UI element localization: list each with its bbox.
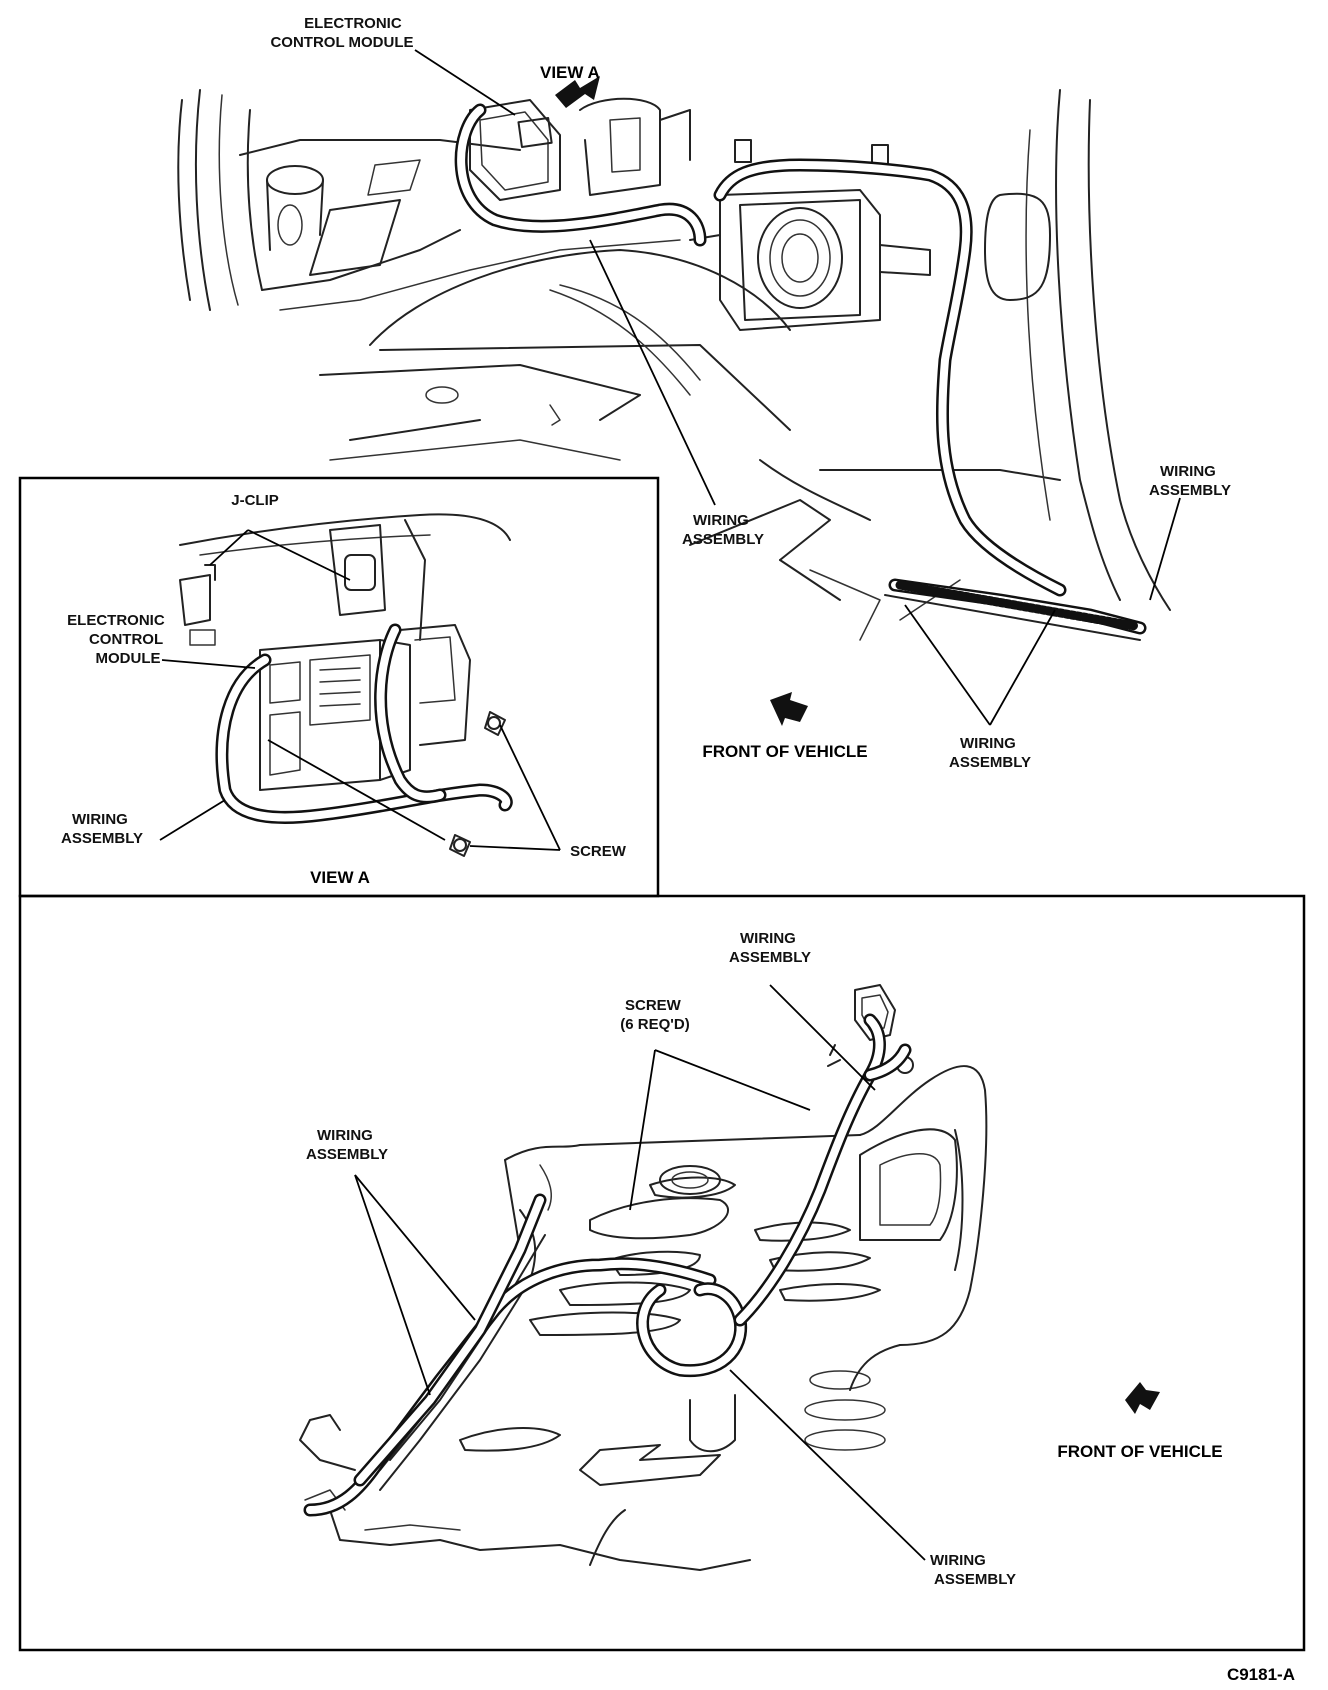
top-scene-drawing [177, 89, 1171, 641]
label-ecm-inset: ELECTRONIC CONTROL MODULE [67, 612, 169, 667]
label-wiring-rocker: WIRING ASSEMBLY [949, 735, 1031, 771]
label-front-top: FRONT OF VEHICLE [702, 742, 867, 761]
front-arrow-icon-bottom [1125, 1382, 1160, 1414]
label-view-a-caption: VIEW A [310, 868, 370, 887]
label-wiring-mid: WIRING ASSEMBLY [682, 512, 764, 548]
label-screw-bottom: SCREW (6 REQ'D) [620, 997, 689, 1033]
label-jclip: J-CLIP [231, 492, 279, 509]
label-wiring-inset: WIRING ASSEMBLY [61, 811, 143, 847]
label-wiring-bottom-left: WIRING ASSEMBLY [306, 1127, 388, 1163]
view-a-harness [215, 623, 513, 824]
bottom-harness [303, 1013, 912, 1517]
label-front-bottom: FRONT OF VEHICLE [1057, 1442, 1222, 1461]
label-wiring-bottom-top: WIRING ASSEMBLY [729, 930, 811, 966]
bottom-leaders [354, 984, 926, 1561]
figure-id: C9181-A [1227, 1665, 1295, 1684]
label-wiring-bottom-low: WIRING ASSEMBLY [930, 1552, 1016, 1588]
label-screw-inset: SCREW [570, 843, 627, 860]
label-wiring-right: WIRING ASSEMBLY [1149, 463, 1231, 499]
view-a-labels: J-CLIP ELECTRONIC CONTROL MODULE WIRING … [61, 492, 627, 887]
bottom-labels: WIRING ASSEMBLY SCREW (6 REQ'D) WIRING A… [306, 930, 1223, 1588]
top-labels: ELECTRONIC CONTROL MODULE VIEW A WIRING … [270, 15, 1231, 771]
view-a-arrow-icon [555, 76, 600, 108]
label-ecm-top: ELECTRONIC CONTROL MODULE [270, 15, 413, 51]
top-harness [454, 103, 1147, 641]
front-arrow-icon-top [770, 692, 808, 726]
label-view-a-arrow: VIEW A [540, 63, 600, 82]
top-leaders [414, 49, 1181, 726]
view-a-leaders [159, 529, 561, 851]
bottom-view-frame [18, 894, 1306, 1652]
view-a-drawing [179, 513, 511, 857]
